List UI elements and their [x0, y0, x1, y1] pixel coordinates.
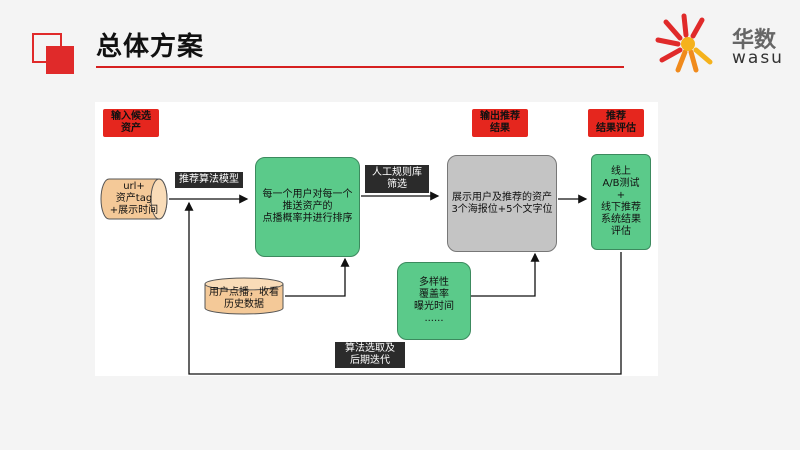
page-title: 总体方案: [96, 32, 205, 62]
decor-square-filled: [46, 46, 74, 74]
label-output-results: 输出推荐 结果: [472, 109, 528, 137]
arrow-feedback-loop: [184, 201, 622, 375]
sun-logo-icon: [655, 13, 713, 73]
user-history-cylinder: 用户点播，收看 历史数据: [203, 277, 285, 315]
label-algo-iteration: 算法选取及 后期迭代: [335, 342, 405, 368]
arrow-history-to-scoring: [285, 257, 350, 297]
flow-arrows: [169, 191, 622, 375]
arrow-metrics-to-display: [471, 252, 540, 297]
label-input-assets: 输入候选 资产: [103, 109, 159, 137]
wasu-logo: 华数 wasu: [648, 12, 796, 74]
label-algo-model: 推荐算法模型: [175, 172, 243, 188]
flow-diagram: 输入候选 资产 输出推荐 结果 推荐 结果评估 url+ 资产tag +展示时间…: [95, 102, 658, 376]
cylinder-shape-icon: [204, 277, 284, 315]
evaluation-box: 线上 A/B测试 + 线下推荐 系统结果 评估: [591, 154, 651, 250]
cylinder-shape-icon: [100, 178, 168, 220]
metrics-box: 多样性 覆盖率 曝光时间 ......: [397, 262, 471, 340]
scoring-box: 每一个用户对每一个 推送资产的 点播概率并进行排序: [255, 157, 360, 257]
display-box: 展示用户及推荐的资产 3个海报位+5个文字位: [447, 155, 557, 252]
title-underline: [96, 66, 624, 68]
logo-text-en: wasu: [732, 48, 784, 68]
user-history-text: 用户点播，收看 历史数据: [209, 287, 279, 310]
candidate-assets-text: url+ 资产tag +展示时间: [109, 181, 159, 216]
candidate-assets-cylinder: url+ 资产tag +展示时间: [99, 177, 169, 221]
label-manual-filter: 人工规则库 筛选: [365, 165, 429, 193]
logo-text-cn: 华数: [732, 28, 777, 53]
label-result-eval: 推荐 结果评估: [588, 109, 644, 137]
